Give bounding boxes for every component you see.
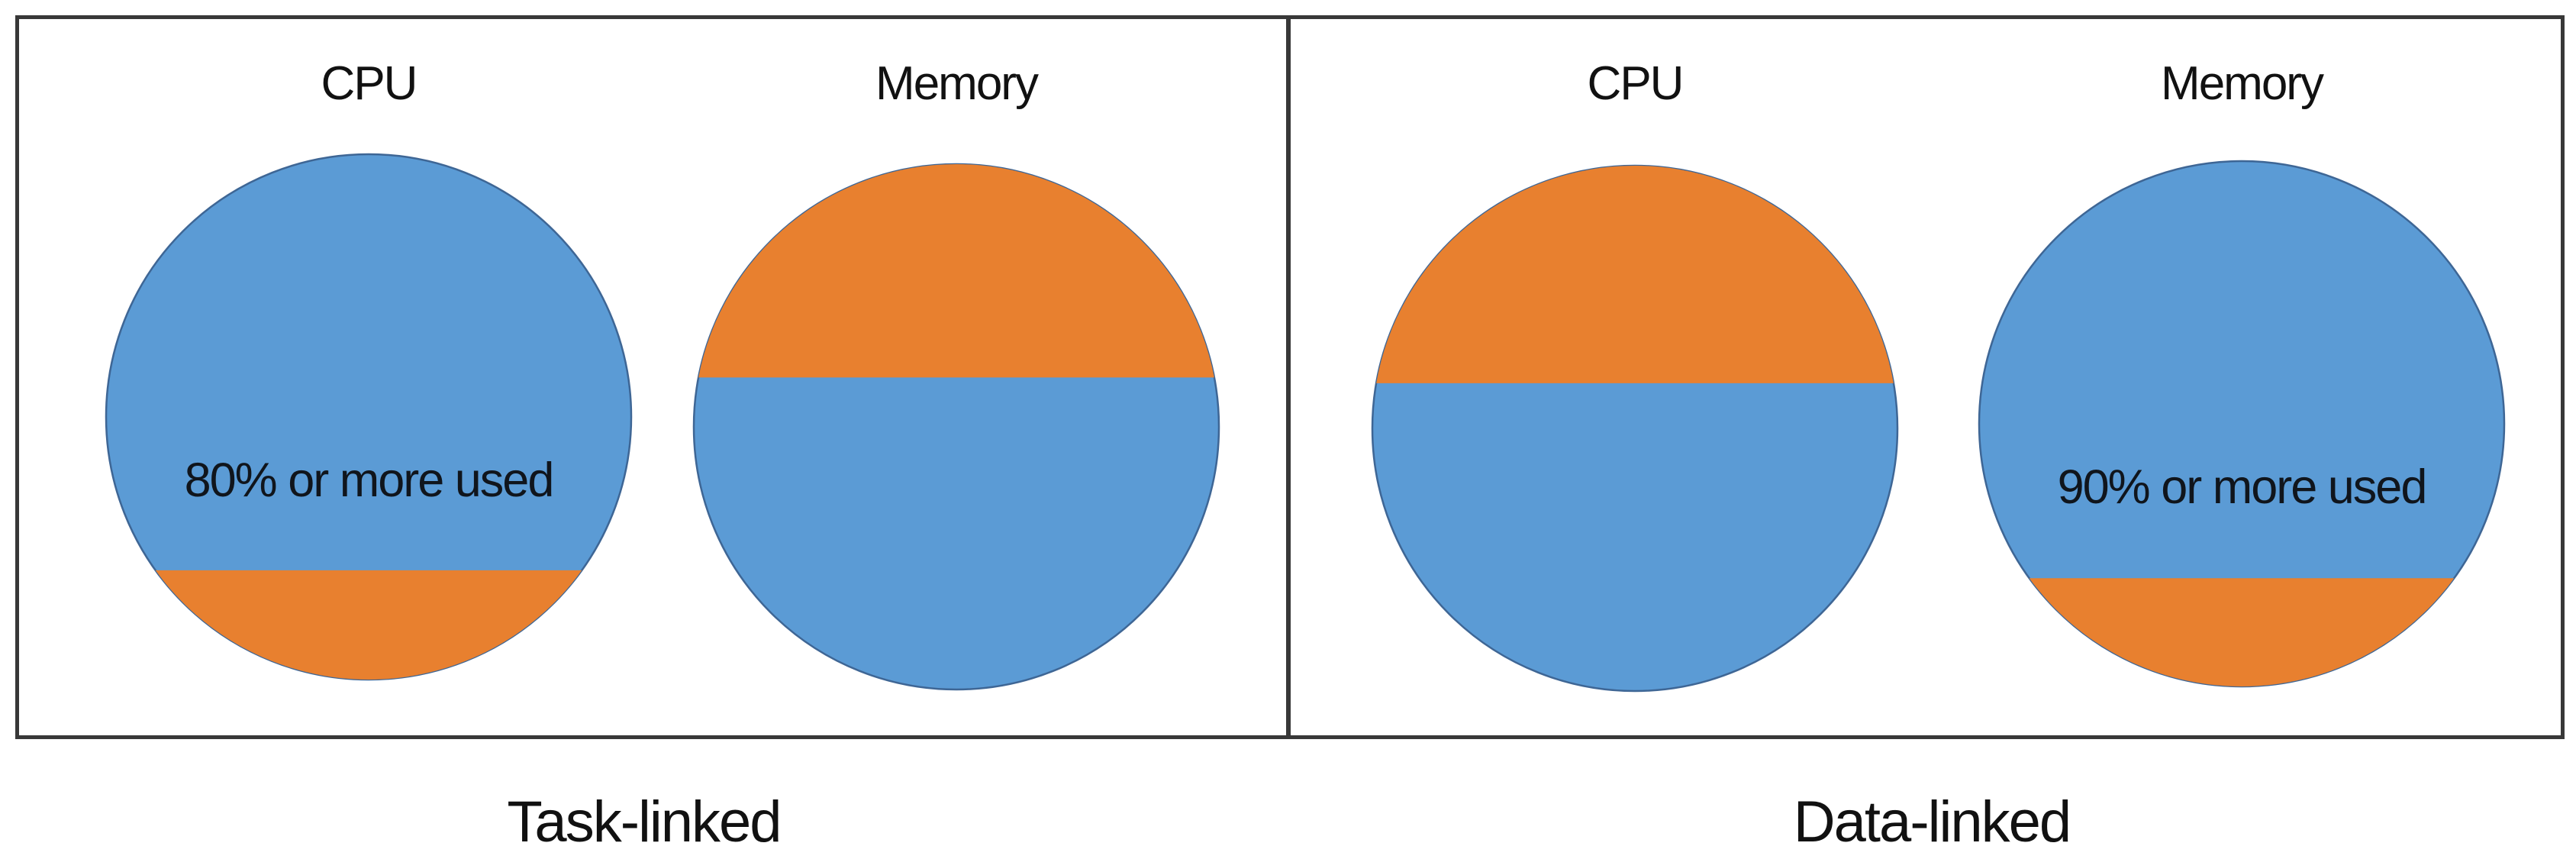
caption-data-linked: Data-linked [1793, 790, 2071, 854]
pie-title-data-cpu: CPU [1587, 57, 1685, 110]
caption-task-linked: Task-linked [507, 790, 782, 854]
pie-chart-data-memory [1978, 160, 2506, 688]
panel-divider-line [1286, 15, 1291, 739]
annotation-task-cpu: 80% or more used [184, 454, 555, 507]
pie-chart-task-memory [692, 163, 1220, 691]
pie-chart-task-cpu [105, 153, 633, 681]
pie-group-data-memory: Memory 90% or more used [1975, 57, 2509, 688]
annotation-data-memory: 90% or more used [2057, 460, 2428, 514]
pie-group-task-memory: Memory [689, 57, 1224, 691]
pie-title-task-memory: Memory [875, 57, 1039, 110]
pie-group-task-cpu: CPU 80% or more used [102, 57, 636, 681]
pie-title-data-memory: Memory [2161, 57, 2324, 110]
pie-group-data-cpu: CPU [1368, 57, 1902, 693]
pie-chart-data-cpu [1371, 164, 1899, 693]
pie-title-task-cpu: CPU [321, 57, 418, 110]
